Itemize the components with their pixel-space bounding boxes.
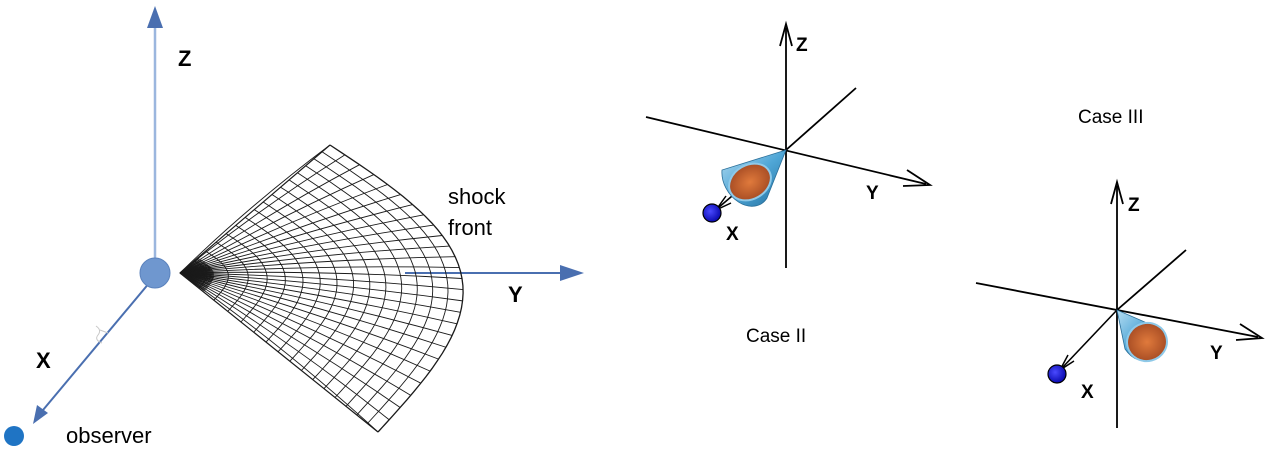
case3-x-axis bbox=[1061, 309, 1118, 369]
y-axis-label: Y bbox=[508, 282, 523, 307]
z-axis-label: Z bbox=[178, 46, 191, 71]
panel-case-iii: Case III Z Y X bbox=[975, 107, 1265, 428]
origin-point bbox=[139, 257, 171, 289]
shock-front-mesh bbox=[179, 144, 464, 433]
case3-caption: Case III bbox=[1078, 107, 1143, 128]
panel-left: Z Y X observer shock front bbox=[4, 6, 584, 448]
case3-cone-opening bbox=[1126, 321, 1168, 363]
shock-front-label: shock front bbox=[448, 184, 512, 240]
observer-label: observer bbox=[66, 423, 152, 446]
case3-y-label: Y bbox=[1210, 343, 1223, 364]
x-axis-tick-mark bbox=[95, 325, 109, 344]
case2-z-arrowhead bbox=[779, 20, 793, 47]
shock-front-label-line1: shock bbox=[448, 184, 506, 209]
case2-diagonal-axis bbox=[785, 87, 857, 151]
x-axis-arrowhead bbox=[33, 405, 48, 424]
case3-z-arrowhead bbox=[1110, 178, 1124, 205]
case2-y-label: Y bbox=[866, 183, 879, 204]
x-axis-label: X bbox=[36, 348, 51, 373]
shock-front-label-line2: front bbox=[448, 215, 492, 240]
case2-x-label: X bbox=[726, 224, 739, 245]
panel-case-ii: Z Y X Case II bbox=[645, 20, 933, 347]
case3-z-label: Z bbox=[1128, 195, 1140, 216]
y-axis-arrowhead bbox=[560, 265, 584, 281]
case2-cone-opening bbox=[728, 162, 772, 202]
case2-z-label: Z bbox=[796, 35, 808, 56]
x-axis bbox=[37, 281, 151, 417]
case3-y-arrowhead bbox=[1235, 323, 1265, 341]
observer-point bbox=[4, 426, 24, 446]
case2-observer-dot bbox=[702, 203, 722, 223]
case3-diagonal-axis bbox=[1116, 249, 1187, 311]
case3-observer-dot bbox=[1047, 364, 1067, 384]
case2-caption: Case II bbox=[746, 326, 806, 347]
z-axis-arrowhead bbox=[147, 6, 163, 28]
case2-y-arrowhead bbox=[902, 169, 933, 187]
case3-x-label: X bbox=[1081, 382, 1094, 403]
